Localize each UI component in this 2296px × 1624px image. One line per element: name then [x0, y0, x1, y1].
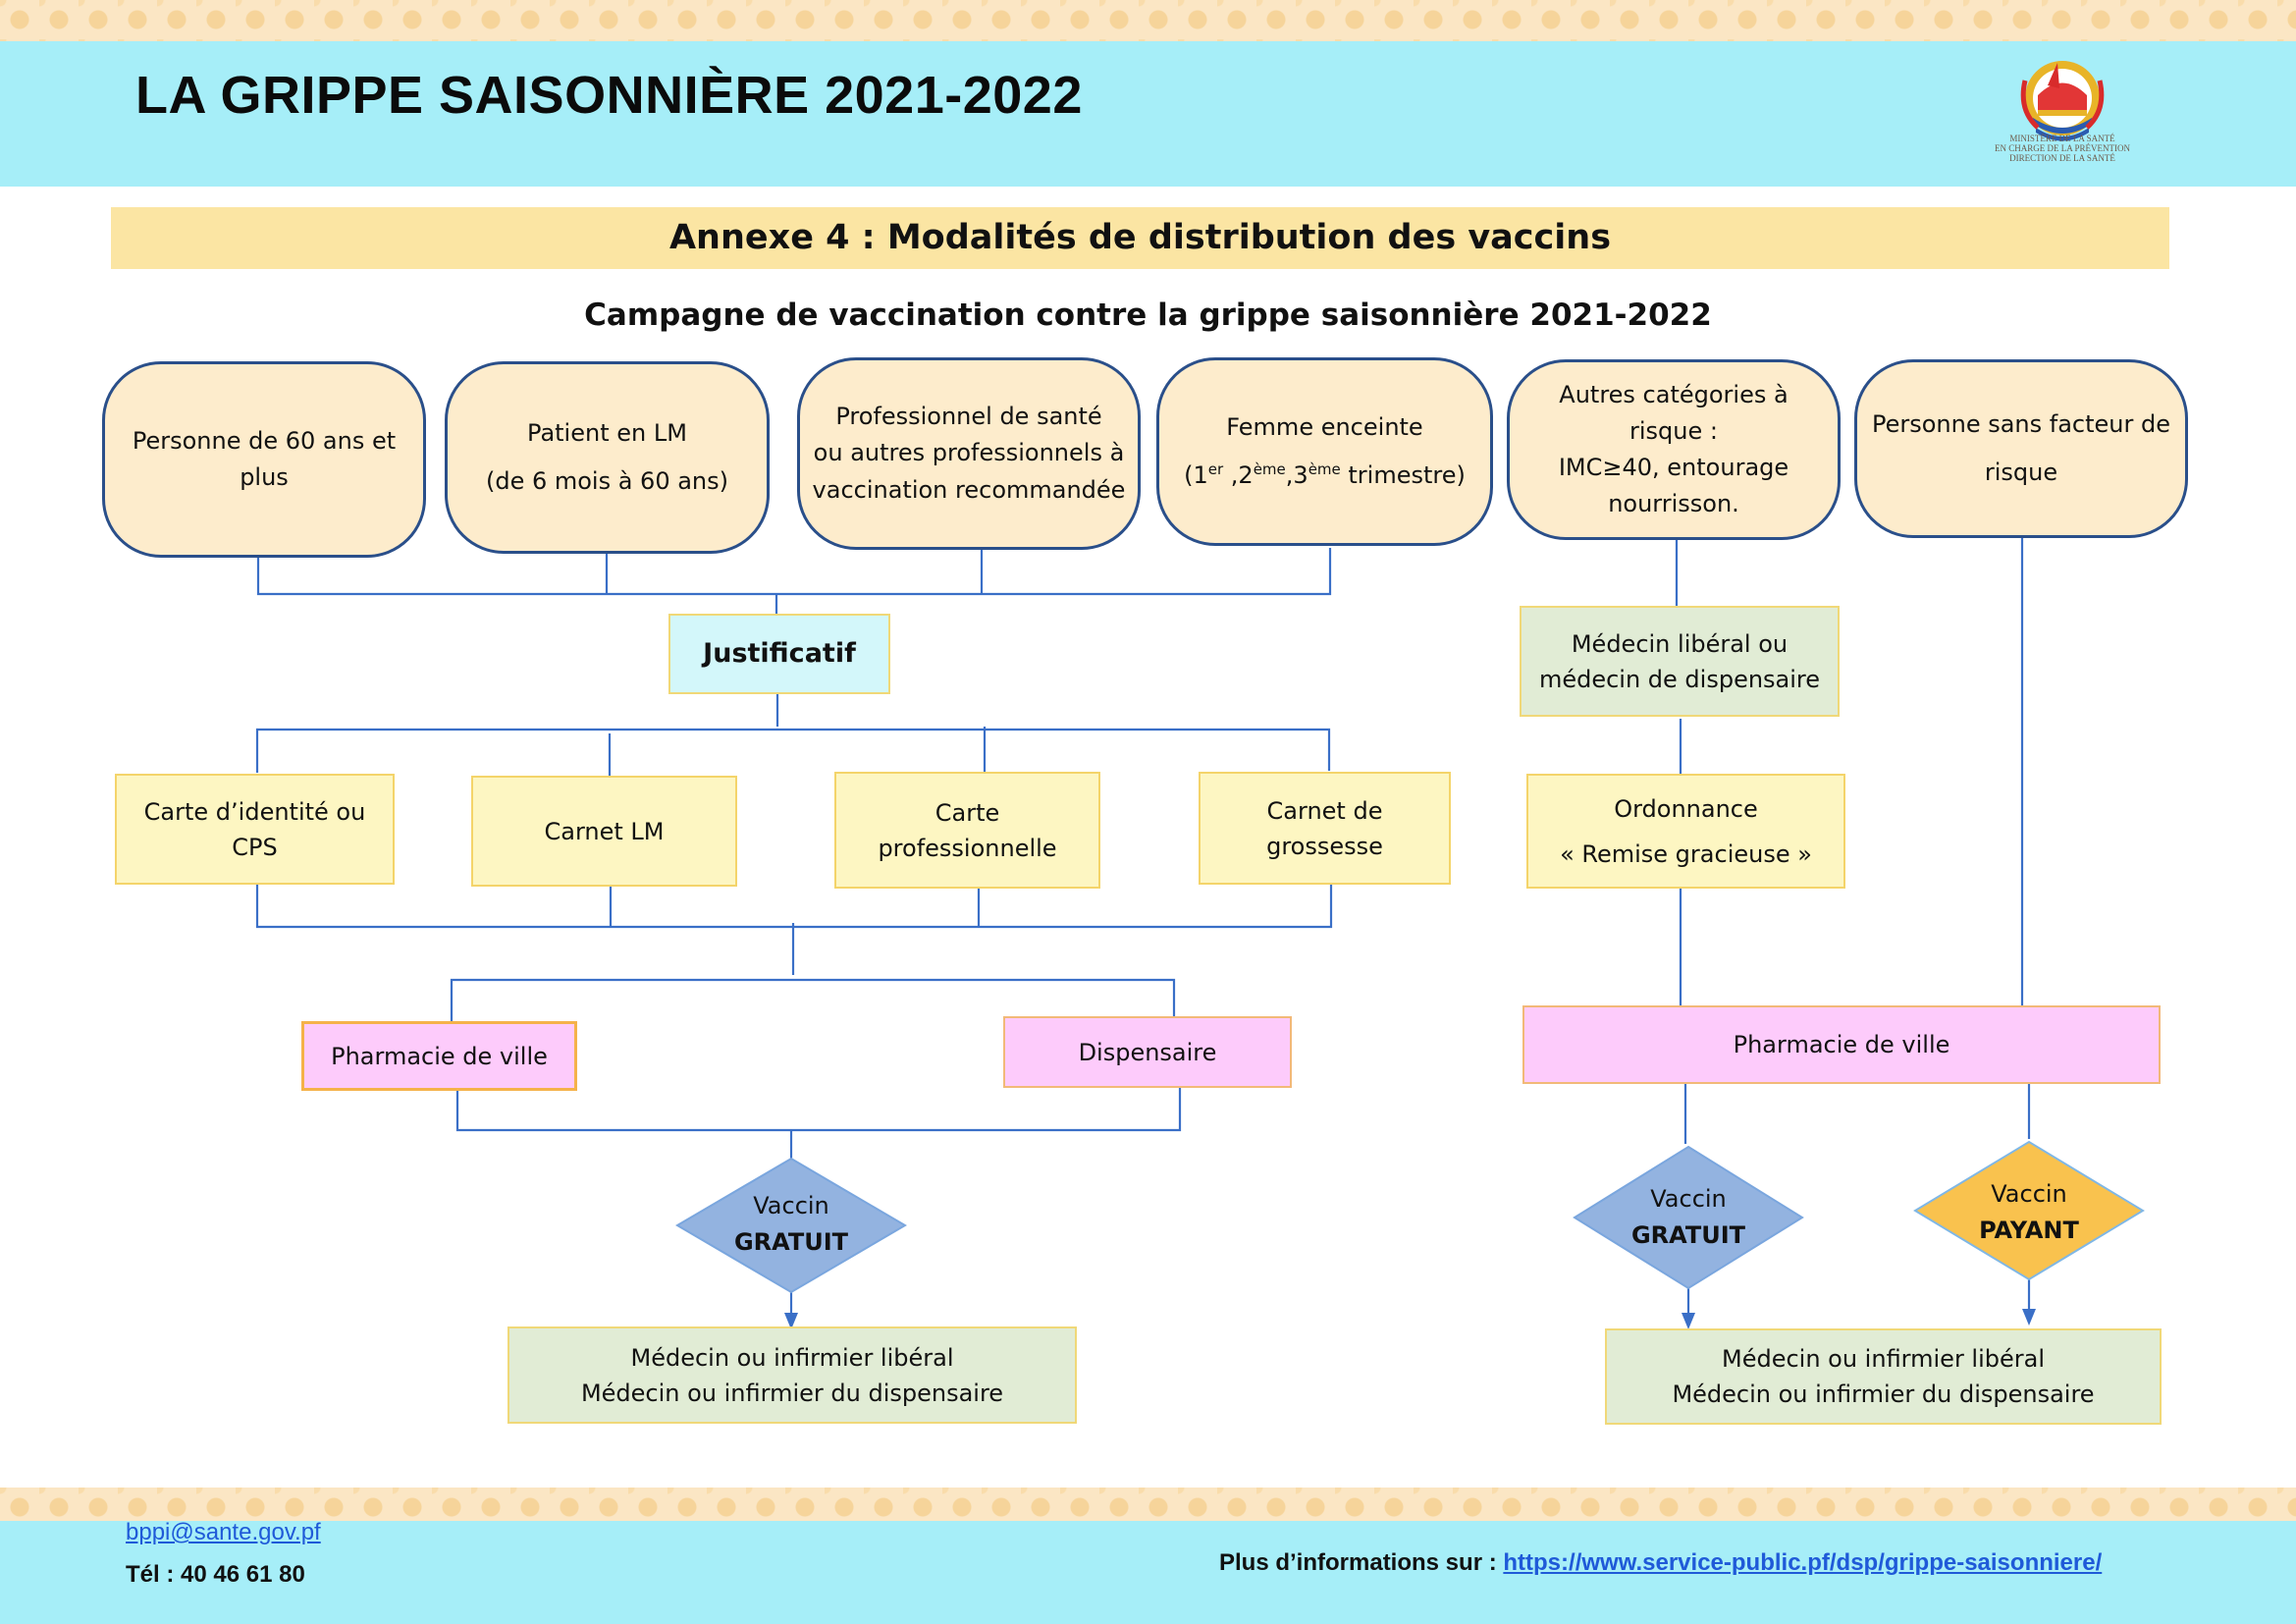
vaccin-gratuit-right-label: Vaccin GRATUIT — [1630, 1185, 1746, 1250]
footer-email-link[interactable]: bppi@sante.gov.pf — [126, 1519, 321, 1545]
annexe-banner: Annexe 4 : Modalités de distribution des… — [111, 207, 2169, 269]
vaccin-gratuit-diamond-right — [1573, 1145, 1804, 1290]
vaccin-payant-diamond — [1913, 1140, 2145, 1281]
annexe-title: Annexe 4 : Modalités de distribution des… — [668, 218, 1612, 257]
dispensaire-box: Dispensaire — [1003, 1016, 1292, 1088]
header-band — [0, 41, 2296, 187]
ordonnance-box: Ordonnance« Remise gracieuse » — [1526, 774, 1845, 889]
logo-caption: MINISTÈRE DE LA SANTÉ EN CHARGE DE LA PR… — [1995, 134, 2130, 163]
footer-telephone: Tél : 40 46 61 80 — [126, 1561, 305, 1588]
category-autres-risque: Autres catégories à risque : IMC≥40, ent… — [1507, 359, 1841, 540]
category-femme-enceinte: Femme enceinte (1er ,2ème,3ème trimestre… — [1156, 357, 1493, 546]
footer-info: Plus d’informations sur : https://www.se… — [1219, 1549, 2103, 1576]
justificatif-box: Justificatif — [668, 614, 890, 694]
vaccin-payant-label: Vaccin PAYANT — [1979, 1180, 2079, 1245]
page-title: LA GRIPPE SAISONNIÈRE 2021-2022 — [135, 66, 1083, 125]
trimestre-text: (1er ,2ème,3ème trimestre) — [1184, 460, 1466, 489]
doc-carnet-lm: Carnet LM — [471, 776, 737, 887]
footer-info-link[interactable]: https://www.service-public.pf/dsp/grippe… — [1503, 1549, 2103, 1576]
category-sans-facteur: Personne sans facteur de risque — [1854, 359, 2188, 538]
category-professionnel-sante: Professionnel de santé ou autres profess… — [797, 357, 1141, 550]
footer-pattern-strip — [0, 1488, 2296, 1521]
category-patient-lm: Patient en LM (de 6 mois à 60 ans) — [445, 361, 770, 554]
category-60-plus: Personne de 60 ans et plus — [102, 361, 426, 558]
header-pattern-strip — [0, 0, 2296, 41]
pharmacie-ville-left: Pharmacie de ville — [301, 1021, 577, 1091]
vaccin-gratuit-diamond-left — [675, 1157, 907, 1294]
ministry-logo — [2020, 61, 2105, 141]
vaccin-gratuit-left-label: Vaccin GRATUIT — [733, 1192, 849, 1257]
campaign-subtitle: Campagne de vaccination contre la grippe… — [584, 298, 1712, 333]
footer-band — [0, 1521, 2296, 1624]
pharmacie-ville-right: Pharmacie de ville — [1522, 1005, 2161, 1084]
